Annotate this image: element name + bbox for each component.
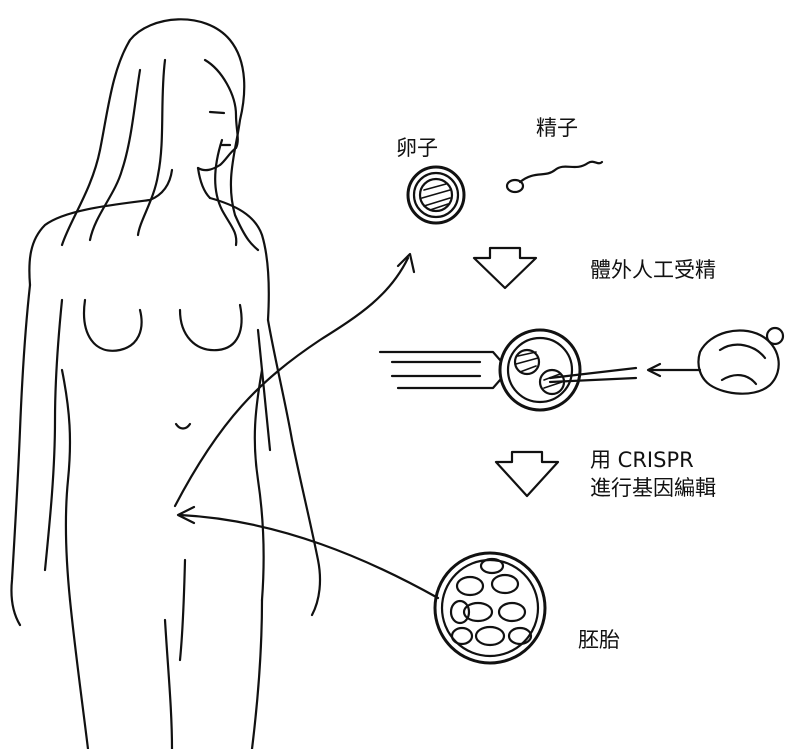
ivf-label: 體外人工受精 xyxy=(590,258,716,282)
micro-injection-illustration xyxy=(378,326,785,412)
crispr-label-line1: 用 CRISPR xyxy=(590,448,694,472)
crispr-label: 用 CRISPR 進行基因編輯 xyxy=(590,446,716,503)
egg-label: 卵子 xyxy=(396,136,438,160)
egg-cell-illustration xyxy=(406,165,466,225)
woman-figure xyxy=(10,18,322,749)
embryo-transfer-arrow xyxy=(176,505,440,600)
crispr-label-line2: 進行基因編輯 xyxy=(590,476,716,501)
crispr-arrow xyxy=(494,450,560,498)
sperm-label: 精子 xyxy=(536,116,578,140)
embryo-illustration xyxy=(433,551,547,665)
egg-retrieval-arrow xyxy=(173,252,416,508)
sperm-illustration xyxy=(505,160,604,194)
embryo-label: 胚胎 xyxy=(578,628,620,652)
ivf-arrow xyxy=(472,246,538,290)
